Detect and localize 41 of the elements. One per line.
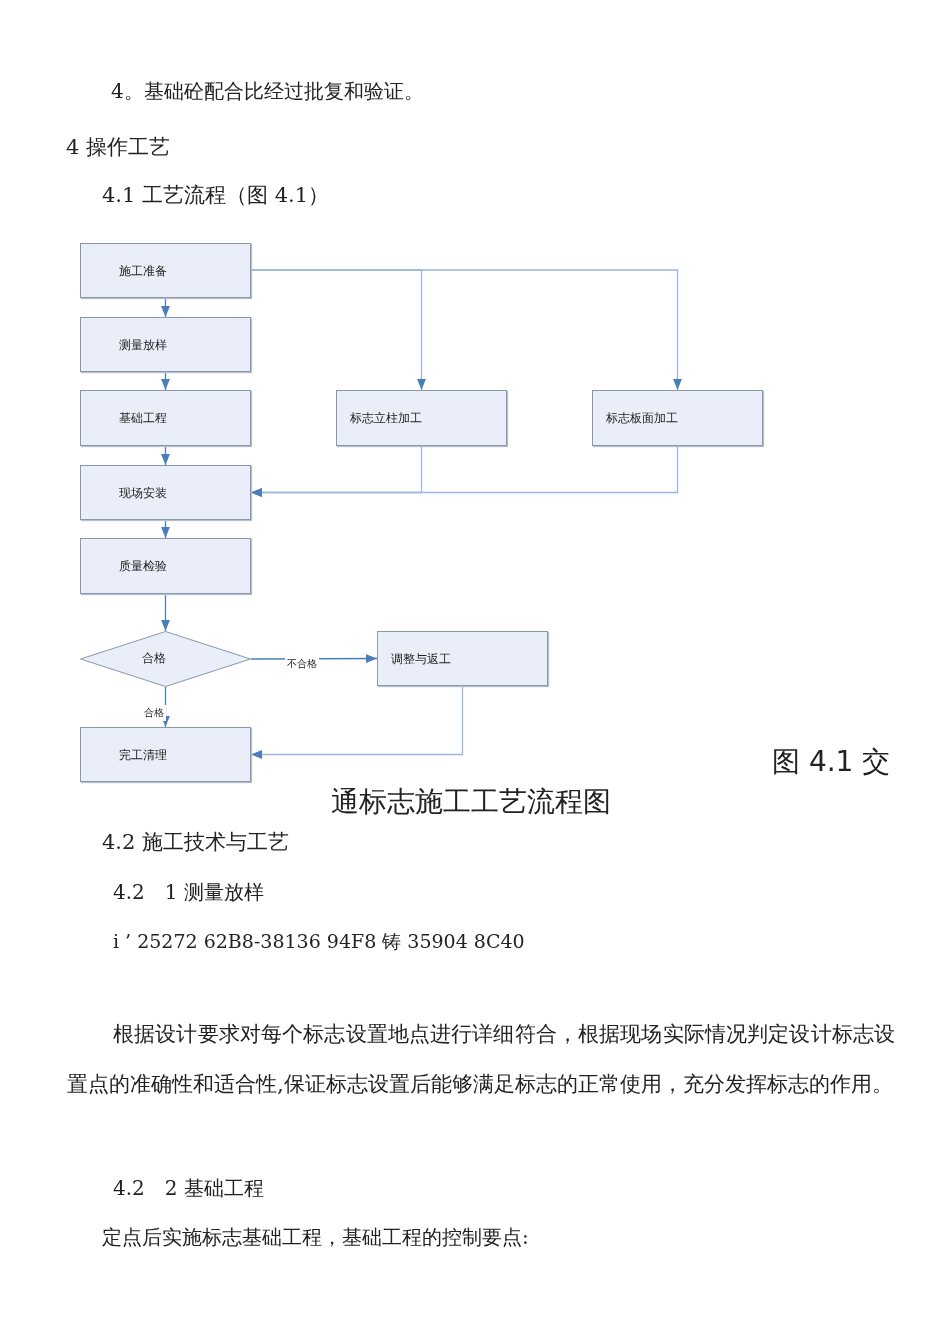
arrow xyxy=(161,371,170,391)
node-label: 基础工程 xyxy=(119,410,167,427)
arrow xyxy=(161,686,170,728)
arrow xyxy=(161,519,170,539)
node-label: 合格 xyxy=(142,650,166,667)
process-box xyxy=(80,390,251,446)
process-box xyxy=(80,727,251,782)
arrow xyxy=(250,685,464,759)
section-heading: 4.1 工艺流程（图 4.1） xyxy=(102,181,330,209)
process-box xyxy=(336,390,507,446)
node-label: 施工准备 xyxy=(119,262,167,280)
node-label: 测量放样 xyxy=(119,336,167,354)
decision-diamond xyxy=(80,631,251,687)
node-label: 现场安装 xyxy=(119,484,167,502)
text-line: 4.2 2 基础工程 xyxy=(113,1175,264,1202)
text-line: 定点后实施标志基础工程，基础工程的控制要点: xyxy=(102,1224,529,1251)
text-line: i ’ 25272 62B8-38136 94F8 铸 35904 8C40 xyxy=(113,928,525,954)
figure-caption: 图 4.1 交通标志施工工艺流程图 xyxy=(331,744,891,820)
process-box xyxy=(80,538,251,594)
node-label: 标志立柱加工 xyxy=(350,410,422,427)
node-label: 完工清理 xyxy=(119,746,167,764)
paragraph: 根据设计要求对每个标志设置地点进行详细符合，根据现场实际情况判定设计标志设置点的准确性和适合性,保证标志设置后能够满足标志的正常使用，充分发挥标志的作用。 xyxy=(67,1020,895,1098)
section-heading: 4 操作工艺 xyxy=(66,133,171,161)
process-box xyxy=(592,390,763,446)
process-box xyxy=(80,465,251,520)
process-box xyxy=(80,317,251,372)
process-box xyxy=(80,243,251,298)
section-heading: 4.2 施工技术与工艺 xyxy=(102,828,290,856)
node-label: 标志板面加工 xyxy=(606,410,678,427)
edge-label: 不合格 xyxy=(285,656,319,672)
text-line: 4。基础砼配合比经过批复和验证。 xyxy=(111,78,424,105)
edge-label: 合格 xyxy=(142,705,166,721)
arrow xyxy=(161,593,170,632)
node-label: 质量检验 xyxy=(119,558,167,575)
arrow xyxy=(250,445,679,497)
arrow xyxy=(161,445,170,466)
arrow xyxy=(250,269,682,391)
node-label: 调整与返工 xyxy=(391,650,451,668)
text-line: 4.2 1 测量放样 xyxy=(113,879,264,906)
arrow xyxy=(161,297,170,318)
process-box xyxy=(377,631,548,686)
